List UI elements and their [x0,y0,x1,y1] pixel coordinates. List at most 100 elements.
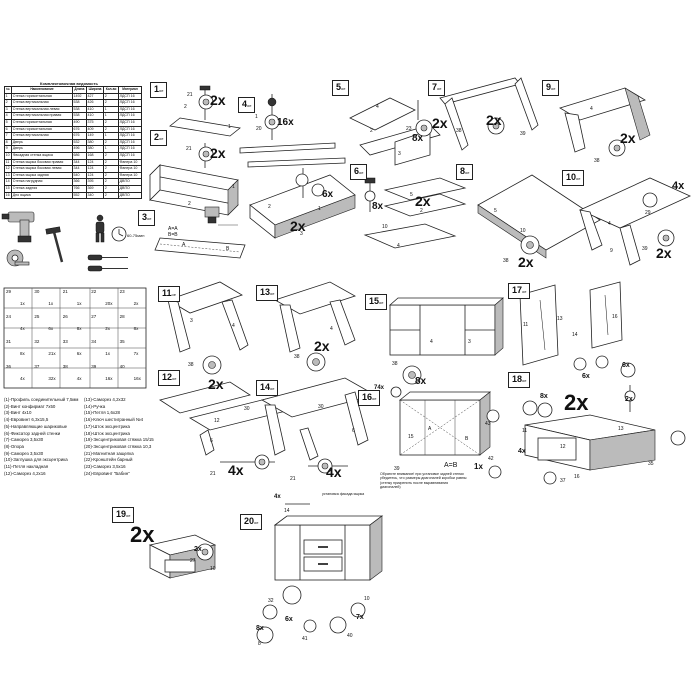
step-number-10: 10ое [562,170,585,186]
multiplier-s5b: 2x [432,115,448,131]
step-5-diagram: 43 232 [349,97,441,166]
multiplier-s20c: 7x [356,614,364,621]
table-cell: 340 [85,191,105,200]
svg-text:2: 2 [184,104,187,110]
step-number-12: 12ое [158,370,181,386]
svg-text:13: 13 [618,426,624,432]
hardware-qty: 1x [76,301,82,306]
multiplier-s4: 16x [277,117,294,128]
svg-text:9: 9 [610,248,613,254]
multiplier-s9: 2x [620,130,636,146]
svg-text:4: 4 [232,323,235,329]
svg-text:39: 39 [520,131,526,137]
svg-text:15: 15 [408,434,414,440]
hardware-qty: 21x [48,351,56,356]
person-icon [95,214,105,243]
hardware-qty: 32x [48,376,56,381]
svg-text:2: 2 [420,208,423,214]
legend-item: (18)-Шток эксцентрика [84,430,130,436]
multiplier-s11: 2x [208,376,224,392]
svg-text:1: 1 [318,206,321,212]
multiplier-s16: 74x [374,385,385,391]
svg-text:3: 3 [468,339,471,345]
svg-text:41: 41 [302,636,308,642]
step-number-2: 2ое [150,130,168,146]
svg-text:4: 4 [590,106,593,112]
tools-time: 60-75мин [127,233,145,238]
hardware-qty: 4x [20,326,25,331]
step-number-20: 20ое [240,514,263,530]
svg-text:10: 10 [520,228,526,234]
svg-text:42: 42 [488,456,494,462]
multiplier-s12: 4x [228,462,244,478]
hardware-legend-right: (13)-Саморез 4,2x32(14)-Ручка(15)-Петля … [84,397,154,477]
multiplier-s17b: 6x [622,362,630,369]
hardware-id: 30 [34,289,40,294]
legend-item: (3)-Винт 4x10 [4,410,32,416]
hammer-icon [45,226,64,263]
svg-text:38: 38 [456,128,462,134]
svg-text:4: 4 [376,104,379,110]
legend-item: (6)-Фиксатор задней стенки [4,430,61,436]
svg-text:23: 23 [406,126,412,132]
hardware-id: 31 [6,339,12,344]
hardware-id: 23 [119,289,125,294]
svg-text:2: 2 [370,128,373,134]
svg-text:4: 4 [430,339,433,345]
svg-text:16: 16 [574,474,580,480]
hardware-qty: 4x [20,376,25,381]
hardware-id: 21 [62,289,68,294]
svg-text:B: B [465,436,469,442]
hardware-qty: 16x [133,376,141,381]
step-13-diagram: 384 [274,281,356,372]
hardware-id: 37 [34,364,40,369]
drill-icon [1,211,35,243]
svg-text:3: 3 [190,318,193,324]
multiplier-s13: 2x [314,338,330,354]
legend-item: (16)-Ключ шестигранный №4 [84,417,144,423]
step-number-8: 8ое [456,164,474,180]
step-1-diagram: 212 1 [169,85,241,137]
step-11-diagram: 34 38 [167,281,249,375]
parts-table-title: Комплектовочная ведомость [40,81,98,86]
svg-text:A: A [182,242,186,248]
svg-text:B: B [226,246,230,252]
timer-icon [111,226,127,242]
legend-item: (10)-Заглушка для эксцентрика [4,457,68,463]
hardware-id: 40 [119,364,125,369]
svg-text:30: 30 [318,404,324,410]
svg-text:5: 5 [410,192,413,198]
hardware-qty: 6x [76,351,82,356]
hardware-grid [3,287,147,389]
step-number-19: 19ое [112,507,135,523]
legend-item: (17)-Шток эксцентрика [84,423,130,429]
multiplier-s14: 4x [326,464,342,480]
multiplier-s10a: 4x [672,180,685,192]
multiplier-s20d: 8x [256,625,264,632]
multiplier-s6b: 2x [415,193,431,209]
multiplier-s6: 8x [372,201,384,212]
tape-measure-icon [6,249,30,267]
step-number-5: 5ое [332,80,350,96]
svg-text:21: 21 [186,146,192,152]
svg-text:35: 35 [648,461,654,467]
hardware-qty: 20x [105,301,113,306]
hardware-qty: 1x [105,351,110,356]
step-7-diagram: 38 39 [439,77,539,151]
step-3-diagram: AB [154,206,246,259]
step-number-3: 3ое [138,210,156,226]
svg-text:4: 4 [397,243,400,249]
hardware-id: 26 [62,314,68,319]
multiplier-s17a: 6x [582,373,590,380]
svg-text:10: 10 [364,596,370,602]
legend-item: (5)-Направляющие шариковые [4,423,68,429]
